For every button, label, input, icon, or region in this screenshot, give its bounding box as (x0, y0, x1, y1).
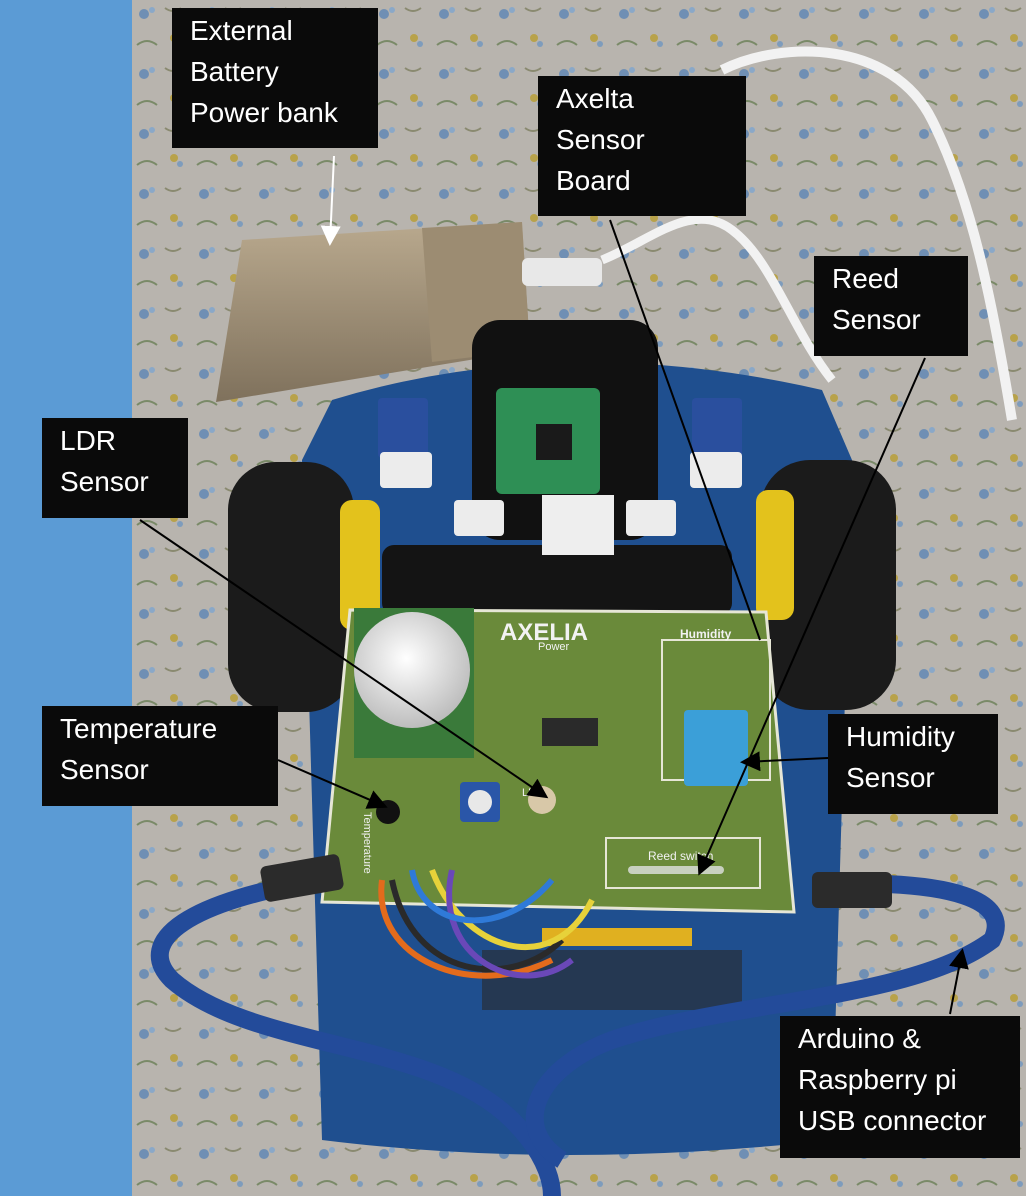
label-usb-connector: Arduino & Raspberry pi USB connector (780, 1016, 1020, 1158)
svg-text:Power: Power (538, 641, 570, 653)
left-side-bar (0, 0, 132, 1196)
label-external-battery: External Battery Power bank (172, 8, 378, 148)
usb-cable-right (525, 874, 1005, 1168)
svg-text:Temperature: Temperature (361, 812, 373, 874)
axelia-sensor-board: AXELIA Humidity Power Reed switch LDR Te… (320, 608, 796, 914)
label-humidity-sensor: Humidity Sensor (828, 714, 998, 814)
label-axelta-sensor-board: Axelta Sensor Board (538, 76, 746, 216)
usb-cable-white (719, 46, 1017, 421)
label-temperature-sensor: Temperature Sensor (42, 706, 278, 806)
usb-cable-left (150, 871, 561, 1196)
svg-text:Humidity: Humidity (680, 627, 732, 641)
label-ldr-sensor: LDR Sensor (42, 418, 188, 518)
right-wheel (756, 460, 896, 710)
label-reed-sensor: Reed Sensor (814, 256, 968, 356)
svg-text:Reed switch: Reed switch (648, 849, 713, 863)
